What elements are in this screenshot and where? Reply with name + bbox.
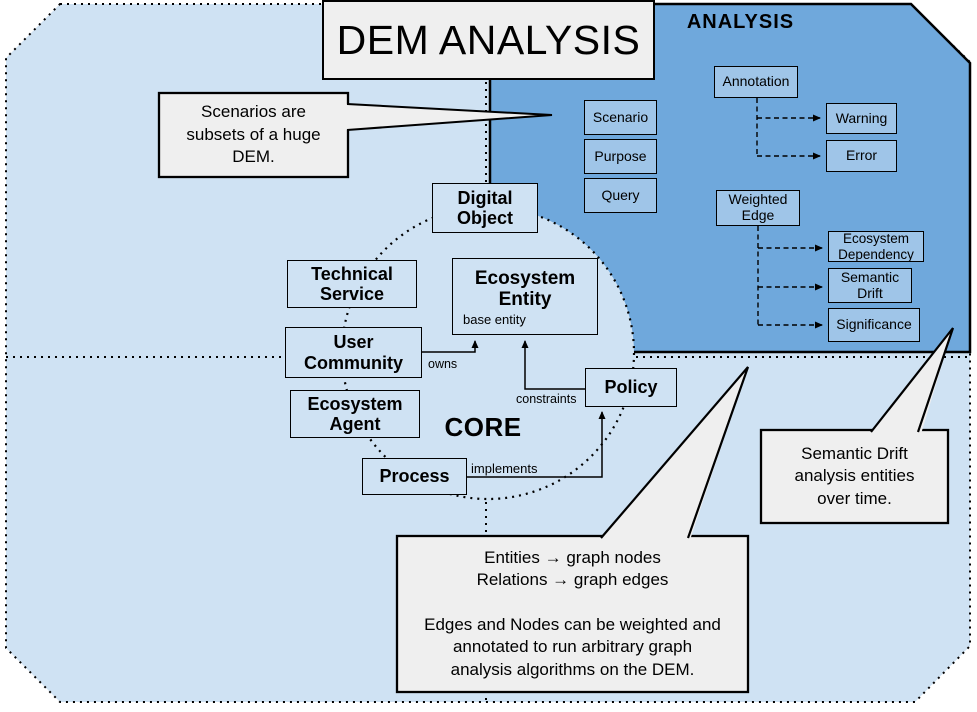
- graph-callout-text: Entities → graph nodes Relations → graph…: [424, 547, 721, 679]
- purpose-label: Purpose: [594, 147, 647, 164]
- scenarios-callout-box: [157, 91, 350, 179]
- owns-connector: [422, 340, 479, 353]
- analysis-region-label: ANALYSIS: [686, 10, 795, 33]
- entity-box-user-community: User Community: [285, 327, 422, 378]
- ecosystem-agent-label: Ecosystem Agent: [307, 393, 403, 434]
- graph-callout-box: [395, 534, 750, 694]
- semantic-drift-label: Semantic Drift: [840, 268, 900, 301]
- analysis-box-warning: Warning: [826, 103, 897, 134]
- scenarios-callout-pointer: [344, 104, 552, 130]
- implements-connector: [467, 411, 606, 478]
- analysis-box-error: Error: [826, 140, 897, 172]
- ecosystem-dependency-label: Ecosystem Dependency: [838, 231, 914, 262]
- entity-box-technical-service: Technical Service: [287, 260, 417, 308]
- error-label: Error: [845, 147, 878, 164]
- diagram-title: DEM ANALYSIS: [322, 0, 655, 80]
- semantic-callout-box: [759, 428, 950, 525]
- annotation-label: Annotation: [722, 73, 790, 90]
- user-community-label: User Community: [304, 332, 403, 373]
- analysis-box-ecosystem-dependency: Ecosystem Dependency: [828, 231, 924, 262]
- entity-box-process: Process: [362, 458, 467, 495]
- technical-service-label: Technical Service: [311, 263, 393, 304]
- entity-box-ecosystem-agent: Ecosystem Agent: [290, 390, 420, 438]
- core-region-label: CORE: [444, 411, 522, 442]
- analysis-box-semantic-drift: Semantic Drift: [828, 268, 912, 303]
- analysis-box-scenario: Scenario: [584, 100, 657, 135]
- owns-relation-label: owns: [428, 357, 458, 371]
- semantic-callout-text: Semantic Drift analysis entities over ti…: [794, 443, 915, 508]
- scenario-label: Scenario: [592, 108, 649, 125]
- entity-box-ecosystem-entity: Ecosystem Entity base entity: [452, 258, 598, 335]
- digital-object-label: Digital Object: [456, 187, 513, 228]
- scenarios-callout-text: Scenarios are subsets of a huge DEM.: [186, 102, 321, 167]
- policy-label: Policy: [604, 377, 658, 398]
- analysis-box-query: Query: [584, 178, 657, 213]
- analysis-box-significance: Significance: [828, 308, 920, 342]
- entity-box-policy: Policy: [585, 368, 677, 407]
- analysis-box-purpose: Purpose: [584, 139, 657, 174]
- ecosystem-entity-sublabel: base entity: [463, 312, 526, 328]
- diagram-title-text: DEM ANALYSIS: [336, 16, 641, 63]
- ecosystem-entity-label: Ecosystem Entity: [474, 268, 576, 311]
- significance-label: Significance: [836, 316, 912, 333]
- analysis-box-annotation: Annotation: [714, 66, 798, 98]
- constraints-relation-label: constraints: [516, 392, 577, 406]
- weighted-edge-label: Weighted Edge: [728, 191, 788, 223]
- implements-relation-label: implements: [471, 460, 538, 476]
- entity-box-digital-object: Digital Object: [432, 183, 538, 233]
- analysis-box-weighted-edge: Weighted Edge: [716, 190, 800, 226]
- constraints-connector: [521, 340, 585, 390]
- query-label: Query: [601, 186, 640, 203]
- process-label: Process: [379, 466, 450, 487]
- warning-label: Warning: [835, 109, 888, 126]
